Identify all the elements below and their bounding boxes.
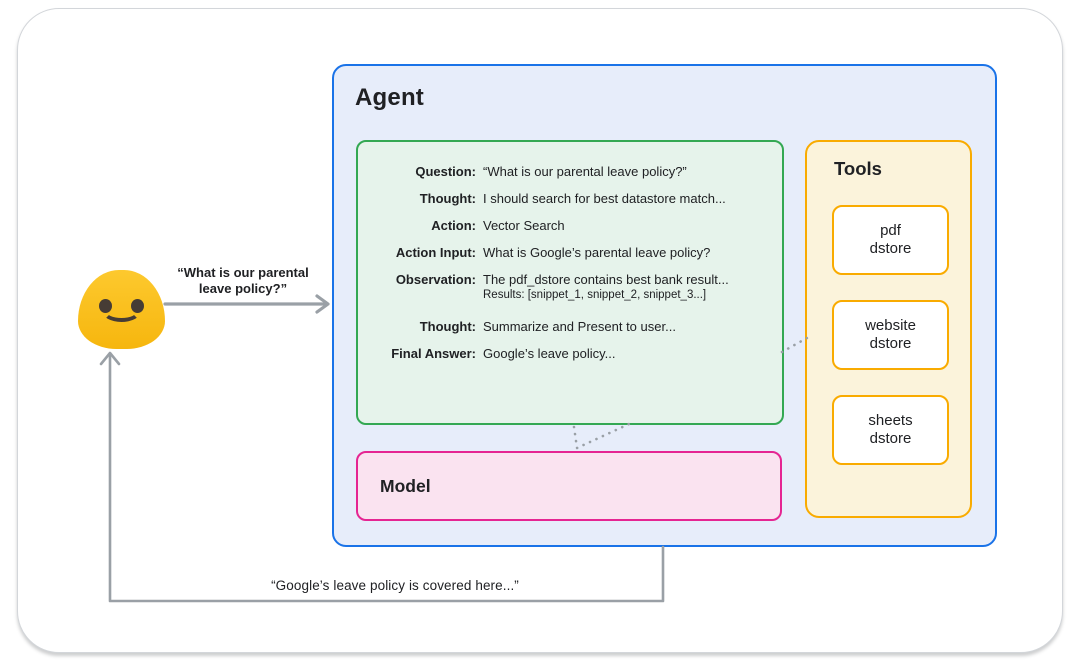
- trace-row-action: Action: Vector Search: [380, 217, 768, 234]
- agent-response-quote: “Google’s leave policy is covered here..…: [271, 578, 519, 593]
- trace-row-question: Question: “What is our parental leave po…: [380, 163, 768, 180]
- trace-value: Vector Search: [483, 218, 565, 233]
- trace-value: “What is our parental leave policy?”: [483, 164, 687, 179]
- user-request-line1: “What is our parental: [177, 265, 309, 280]
- trace-label: Question:: [415, 164, 476, 179]
- tool-sheets-dstore: sheets dstore: [832, 395, 949, 465]
- reasoning-trace-panel: Question: “What is our parental leave po…: [356, 140, 784, 425]
- trace-row-thought-2: Thought: Summarize and Present to user..…: [380, 318, 768, 335]
- trace-label: Action Input:: [395, 245, 476, 260]
- trace-label: Action:: [431, 218, 476, 233]
- tool-label-line2: dstore: [869, 430, 912, 447]
- trace-value: Summarize and Present to user...: [483, 319, 676, 334]
- tool-label-line2: dstore: [869, 335, 912, 352]
- trace-label: Thought:: [419, 191, 476, 206]
- trace-row-observation: Observation: The pdf_dstore contains bes…: [380, 271, 768, 303]
- trace-value: Google’s leave policy...: [483, 346, 616, 361]
- emoji-smile: [102, 300, 141, 322]
- tool-website-dstore: website dstore: [832, 300, 949, 370]
- tools-title: Tools: [834, 158, 882, 179]
- trace-label: Thought:: [419, 319, 476, 334]
- agent-title: Agent: [355, 84, 424, 111]
- user-request-quote: “What is our parental leave policy?”: [160, 265, 326, 296]
- tool-label-line1: website: [865, 317, 916, 334]
- trace-row-thought: Thought: I should search for best datast…: [380, 190, 768, 207]
- trace-row-final-answer: Final Answer: Google’s leave policy...: [380, 345, 768, 362]
- model-box: Model: [356, 451, 782, 521]
- tool-pdf-dstore: pdf dstore: [832, 205, 949, 275]
- tool-label-line1: sheets: [868, 412, 913, 429]
- trace-value: The pdf_dstore contains best bank result…: [483, 271, 768, 303]
- observation-line-1: The pdf_dstore contains best bank result…: [483, 272, 729, 287]
- trace-row-action-input: Action Input: What is Google’s parental …: [380, 244, 768, 261]
- user-blob-smiley-icon: [78, 270, 165, 349]
- user-request-line2: leave policy?”: [198, 280, 288, 296]
- trace-value: What is Google’s parental leave policy?: [483, 245, 711, 260]
- trace-label: Final Answer:: [391, 346, 476, 361]
- trace-value: I should search for best datastore match…: [483, 191, 726, 206]
- tool-label-line2: dstore: [869, 240, 912, 257]
- observation-line-2: Results: [snippet_1, snippet_2, snippet_…: [483, 289, 707, 301]
- model-title: Model: [380, 475, 431, 496]
- tool-label-line1: pdf: [880, 222, 901, 239]
- trace-label: Observation:: [395, 272, 476, 287]
